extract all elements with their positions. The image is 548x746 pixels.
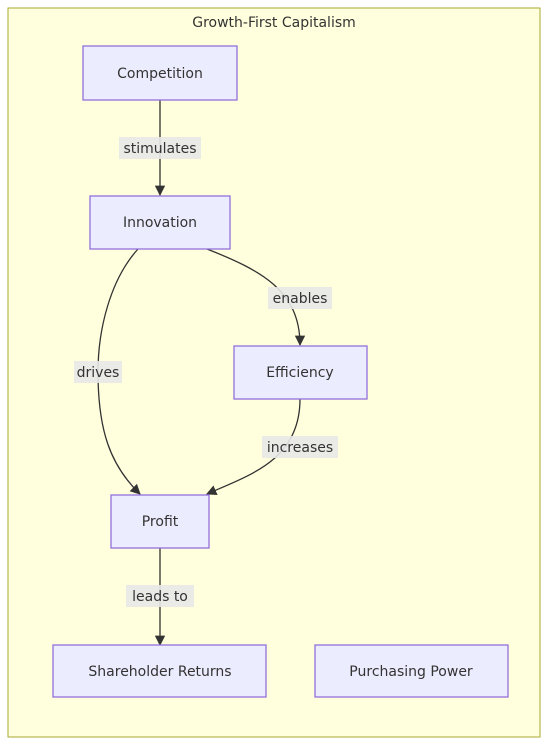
edge-label-leads-to: leads to	[126, 585, 194, 607]
edge-label-stimulates: stimulates	[119, 137, 201, 159]
edge-label-bg	[262, 436, 338, 458]
node-label: Efficiency	[266, 365, 333, 381]
node-box	[314, 644, 509, 698]
node-innovation: Innovation	[89, 195, 231, 250]
edge-label-text: stimulates	[123, 141, 196, 157]
node-label: Shareholder Returns	[88, 664, 231, 680]
edge-label-bg	[126, 585, 194, 607]
node-box	[82, 45, 238, 101]
edge-label-increases: increases	[262, 436, 338, 458]
node-box	[52, 644, 267, 698]
edge-label-enables: enables	[268, 287, 332, 309]
node-label: Competition	[117, 66, 203, 82]
node-profit: Profit	[110, 494, 210, 549]
node-label: Innovation	[123, 215, 197, 231]
node-box	[233, 345, 368, 400]
edge-label-drives: drives	[74, 361, 122, 383]
node-label: Purchasing Power	[349, 664, 473, 680]
edge-label-text: increases	[267, 440, 333, 456]
edge-label-text: leads to	[132, 589, 188, 605]
node-purchasing-power: Purchasing Power	[314, 644, 509, 698]
node-label: Profit	[142, 514, 179, 530]
node-box	[110, 494, 210, 549]
node-efficiency: Efficiency	[233, 345, 368, 400]
edge-label-text: enables	[273, 291, 328, 307]
node-box	[89, 195, 231, 250]
node-shareholder-returns: Shareholder Returns	[52, 644, 267, 698]
edge-efficiency-profit	[206, 398, 301, 495]
edge-label-bg	[119, 137, 201, 159]
edge-label-bg	[74, 361, 122, 383]
edge-label-text: drives	[77, 365, 120, 381]
edge-label-bg	[268, 287, 332, 309]
edge-innovation-efficiency	[206, 248, 306, 347]
subgraph-title: Growth-First Capitalism	[192, 15, 356, 31]
node-competition: Competition	[82, 45, 238, 101]
